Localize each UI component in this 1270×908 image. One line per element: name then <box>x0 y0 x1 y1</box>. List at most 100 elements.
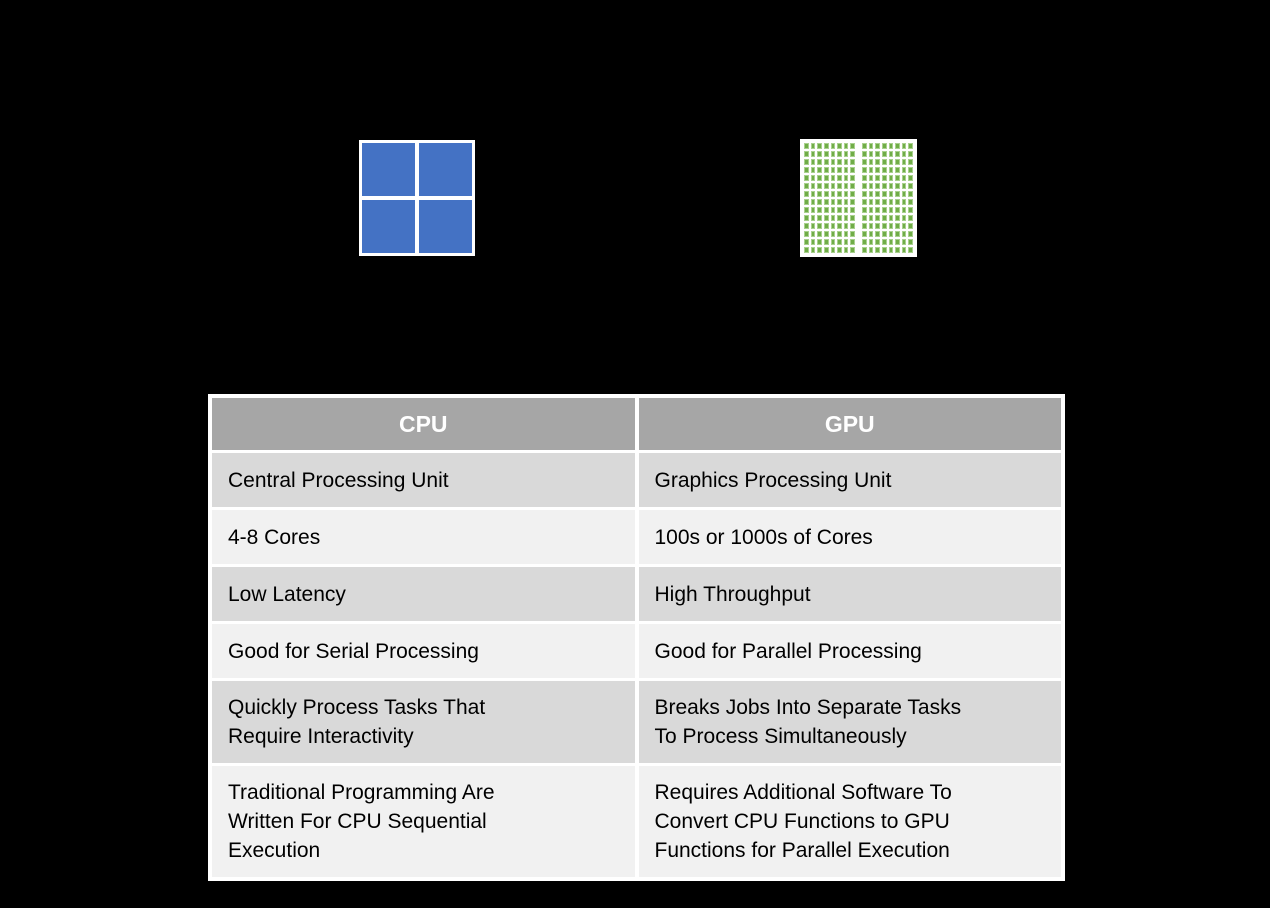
gpu-core-cell <box>810 159 816 165</box>
gpu-core-cell <box>810 151 816 157</box>
table-cell-cpu: Quickly Process Tasks That Require Inter… <box>212 681 635 763</box>
gpu-core-cell <box>830 167 836 173</box>
gpu-core-cell <box>830 199 836 205</box>
gpu-core-cell <box>823 231 829 237</box>
gpu-core-cell <box>901 175 907 181</box>
table-row: Low Latency High Throughput <box>212 567 1061 621</box>
gpu-core-cell <box>843 143 849 149</box>
gpu-core-cell <box>908 175 913 181</box>
gpu-core-cell <box>837 159 842 165</box>
gpu-core-cell <box>843 183 849 189</box>
cpu-core-diagram <box>359 140 475 256</box>
gpu-core-cell <box>908 231 913 237</box>
table-row: Traditional Programming Are Written For … <box>212 766 1061 877</box>
gpu-core-cell <box>881 247 887 253</box>
gpu-core-cell <box>837 239 842 245</box>
gpu-core-cell <box>850 247 855 253</box>
gpu-core-cell <box>850 231 855 237</box>
table-cell-gpu: Requires Additional Software To Convert … <box>638 766 1061 877</box>
gpu-core-cell <box>817 159 822 165</box>
gpu-core-cell <box>823 247 829 253</box>
gpu-core-cell <box>895 215 900 221</box>
gpu-core-cell <box>810 167 816 173</box>
gpu-core-cell <box>875 231 880 237</box>
gpu-core-cell <box>843 151 849 157</box>
gpu-core-block-left <box>804 143 855 253</box>
gpu-core-cell <box>908 183 913 189</box>
gpu-core-cell <box>888 175 894 181</box>
gpu-core-cell <box>862 175 867 181</box>
gpu-core-cell <box>843 247 849 253</box>
gpu-core-cell <box>888 143 894 149</box>
gpu-core-cell <box>823 207 829 213</box>
gpu-core-cell <box>810 143 816 149</box>
table-row: Good for Serial Processing Good for Para… <box>212 624 1061 678</box>
gpu-core-cell <box>830 247 836 253</box>
gpu-core-cell <box>817 199 822 205</box>
gpu-core-cell <box>837 199 842 205</box>
gpu-core-cell <box>810 247 816 253</box>
gpu-core-cell <box>837 167 842 173</box>
gpu-core-cell <box>830 231 836 237</box>
table-cell-cpu: Good for Serial Processing <box>212 624 635 678</box>
gpu-core-cell <box>830 183 836 189</box>
gpu-core-cell <box>881 175 887 181</box>
gpu-core-cell <box>881 183 887 189</box>
gpu-core-cell <box>908 215 913 221</box>
gpu-core-cell <box>817 231 822 237</box>
gpu-core-cell <box>875 183 880 189</box>
gpu-core-cell <box>868 223 874 229</box>
table-cell-gpu: Graphics Processing Unit <box>638 453 1061 507</box>
table-cell-gpu: High Throughput <box>638 567 1061 621</box>
gpu-core-cell <box>817 239 822 245</box>
gpu-core-cell <box>804 183 809 189</box>
table-cell-gpu: 100s or 1000s of Cores <box>638 510 1061 564</box>
gpu-core-cell <box>843 231 849 237</box>
gpu-core-cell <box>895 223 900 229</box>
gpu-core-cell <box>817 247 822 253</box>
gpu-core-cell <box>817 143 822 149</box>
gpu-core-cell <box>888 183 894 189</box>
gpu-core-cell <box>881 239 887 245</box>
gpu-core-cell <box>862 199 867 205</box>
gpu-core-cell <box>901 159 907 165</box>
cpu-core-cell <box>419 200 472 253</box>
gpu-core-cell <box>823 191 829 197</box>
gpu-core-cell <box>895 239 900 245</box>
gpu-core-cell <box>850 191 855 197</box>
table-cell-gpu: Breaks Jobs Into Separate Tasks To Proce… <box>638 681 1061 763</box>
gpu-core-cell <box>837 223 842 229</box>
gpu-core-cell <box>817 167 822 173</box>
gpu-core-cell <box>901 231 907 237</box>
gpu-core-cell <box>837 191 842 197</box>
gpu-core-cell <box>901 191 907 197</box>
gpu-core-cell <box>843 191 849 197</box>
table-cell-cpu: Central Processing Unit <box>212 453 635 507</box>
gpu-core-cell <box>810 191 816 197</box>
gpu-core-cell <box>908 223 913 229</box>
gpu-core-cell <box>875 207 880 213</box>
gpu-core-cell <box>875 151 880 157</box>
gpu-core-cell <box>830 207 836 213</box>
cpu-core-cell <box>362 143 415 196</box>
gpu-core-cell <box>823 151 829 157</box>
gpu-core-cell <box>804 215 809 221</box>
gpu-core-cell <box>868 207 874 213</box>
gpu-core-cell <box>881 167 887 173</box>
table-header-cpu: CPU <box>212 398 635 450</box>
table-row: Quickly Process Tasks That Require Inter… <box>212 681 1061 763</box>
gpu-core-cell <box>868 199 874 205</box>
gpu-core-cell <box>888 239 894 245</box>
gpu-core-cell <box>868 167 874 173</box>
gpu-core-cell <box>895 159 900 165</box>
table-cell-cpu: 4-8 Cores <box>212 510 635 564</box>
gpu-core-cell <box>823 183 829 189</box>
gpu-core-cell <box>817 183 822 189</box>
gpu-core-cell <box>895 199 900 205</box>
gpu-core-cell <box>862 223 867 229</box>
table-cell-cpu: Low Latency <box>212 567 635 621</box>
gpu-core-cell <box>810 231 816 237</box>
gpu-core-cell <box>837 215 842 221</box>
gpu-core-cell <box>810 199 816 205</box>
gpu-core-cell <box>868 175 874 181</box>
